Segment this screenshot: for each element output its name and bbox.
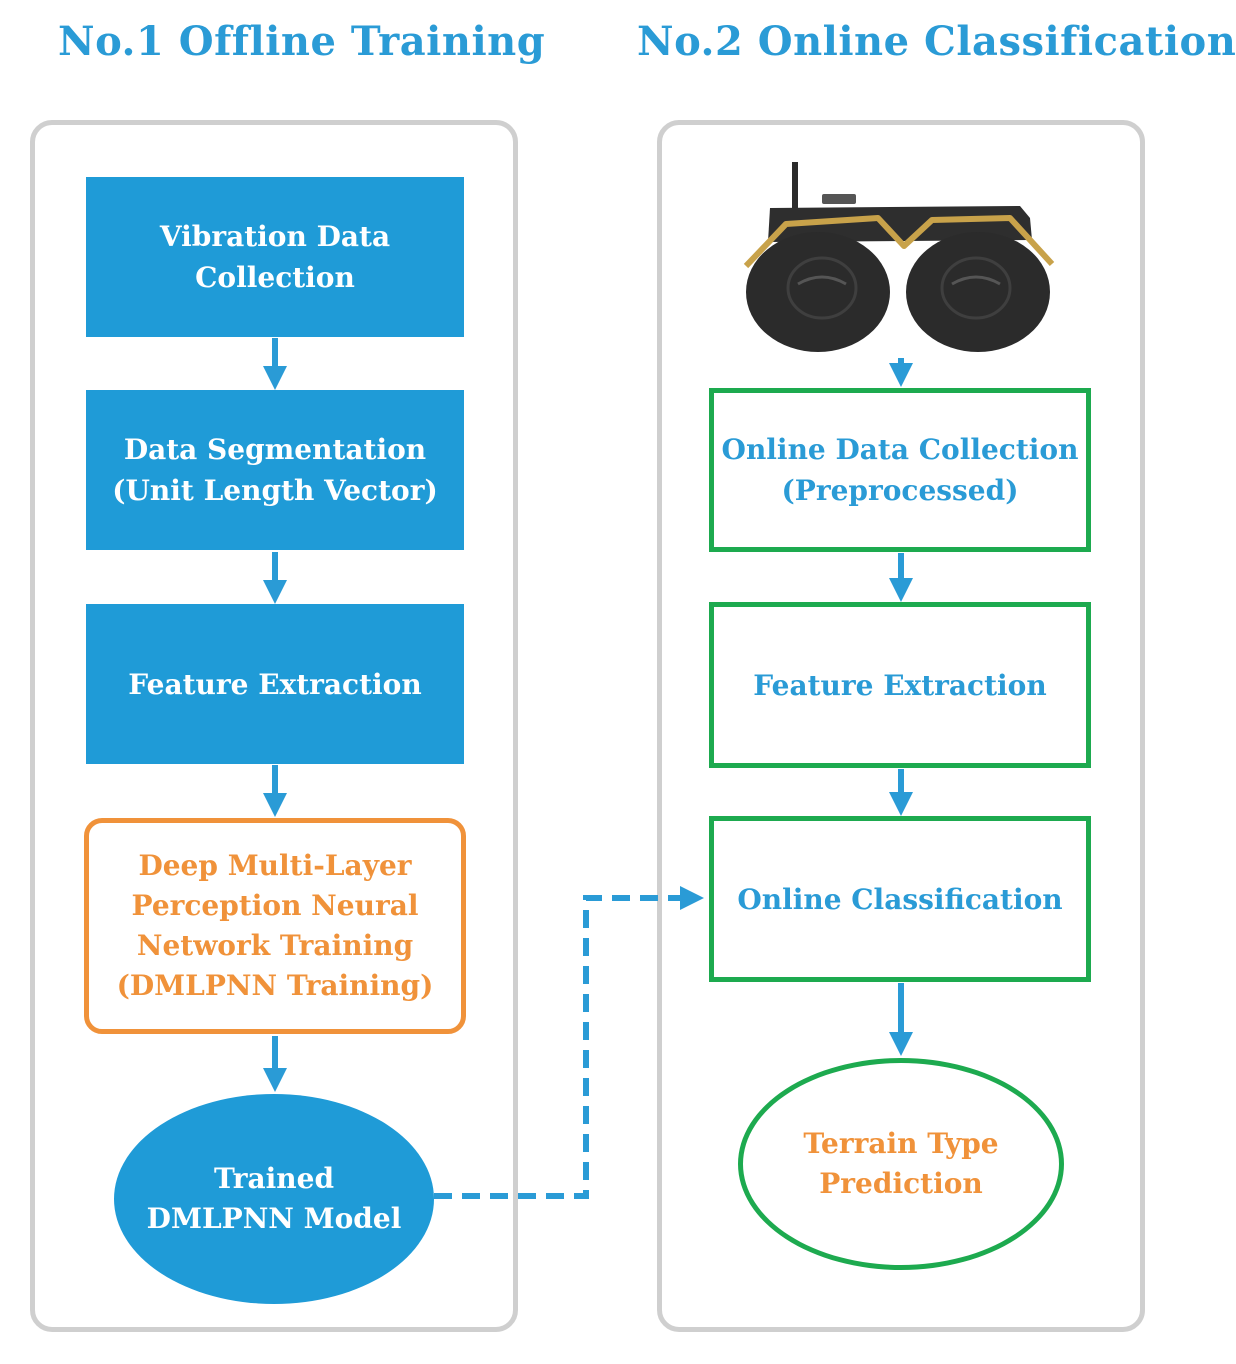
data-segmentation-box: Data Segmentation (Unit Length Vector) [86, 390, 464, 550]
offline-training-title: No.1 Offline Training [58, 18, 546, 65]
dmlpnn-training-box: Deep Multi-Layer Perception Neural Netwo… [84, 818, 466, 1034]
wheeled-robot-icon [743, 162, 1055, 352]
online-data-collection-box: Online Data Collection (Preprocessed) [709, 388, 1091, 552]
offline-feature-extraction-box: Feature Extraction [86, 604, 464, 764]
vibration-data-collection-box: Vibration Data Collection [86, 177, 464, 337]
online-classification-box: Online Classification [709, 816, 1091, 982]
online-feature-extraction-box: Feature Extraction [709, 602, 1091, 768]
terrain-type-prediction-ellipse: Terrain Type Prediction [738, 1058, 1064, 1270]
online-classification-title: No.2 Online Classification [637, 18, 1236, 65]
trained-model-ellipse: Trained DMLPNN Model [114, 1094, 434, 1304]
